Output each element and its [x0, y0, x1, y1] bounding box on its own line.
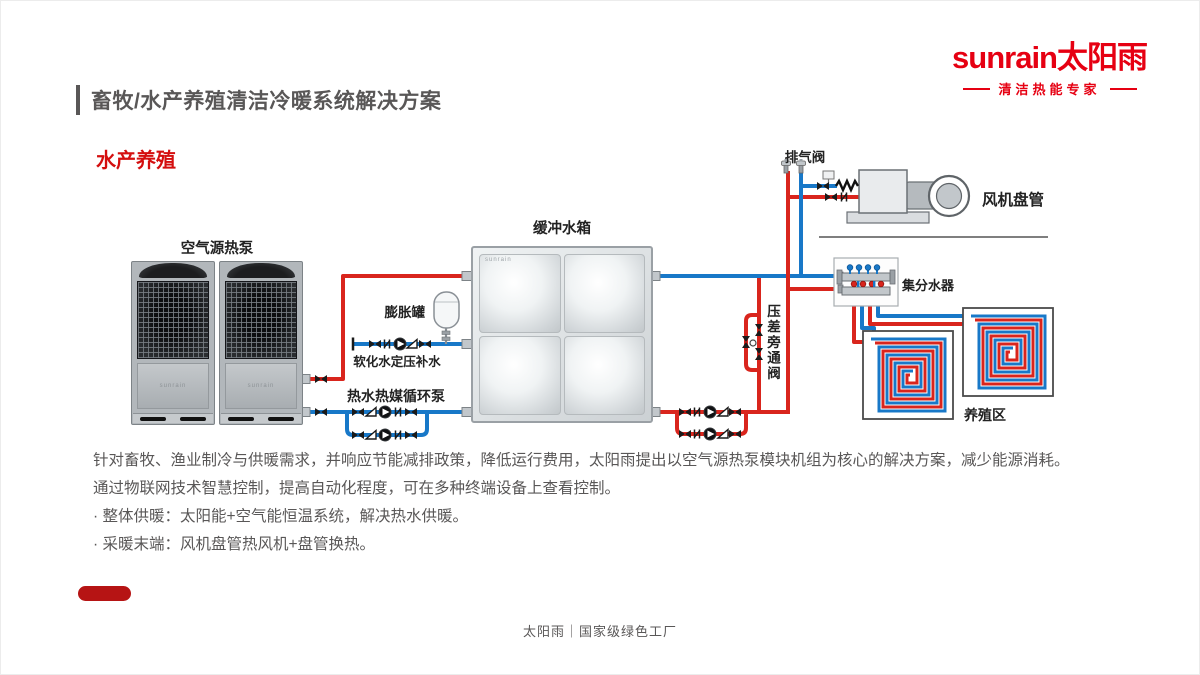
- expansion-tank-unit: [433, 291, 460, 344]
- manifold-blue-knobs: [846, 264, 881, 274]
- tank-panels: [479, 254, 645, 415]
- flex-hose-icon: [834, 178, 860, 193]
- logo-tagline: 清洁热能专家: [998, 82, 1101, 97]
- label-fan-coil: 风机盘管: [982, 192, 1045, 209]
- unit-base: [133, 413, 213, 423]
- paragraph: · 采暖末端：风机盘管热风机+盘管换热。: [93, 536, 376, 553]
- unit-brand: sunrain: [247, 383, 275, 389]
- tagline-dash-left: [962, 87, 990, 90]
- heat-pump-unit: sunrain: [131, 261, 215, 425]
- tagline-dash-right: [1109, 87, 1137, 90]
- port-stubs: [301, 271, 661, 417]
- expansion-tank-icon: [433, 291, 460, 329]
- tank-dome: [479, 254, 561, 333]
- coil-grille: [225, 281, 297, 359]
- label-bypass-valve: 压差旁通阀: [765, 304, 780, 382]
- fan-top-icon: [227, 263, 295, 278]
- paragraph: 通过物联网技术智慧控制，提高自动化程度，可在多种终端设备上查看控制。: [93, 480, 621, 497]
- buffer-tank: sunrain: [471, 246, 653, 423]
- valve-icons: [315, 182, 848, 442]
- unit-brand: sunrain: [159, 383, 187, 389]
- paragraph: · 整体供暖：太阳能+空气能恒温系统，解决热水供暖。: [93, 508, 469, 525]
- tank-dome: [563, 254, 645, 333]
- label-breeding-area: 养殖区: [964, 407, 1006, 423]
- section-label: 水产养殖: [96, 150, 176, 172]
- floor-coil-icon: [869, 337, 947, 413]
- logo-tagline-row: 清洁热能专家: [952, 79, 1147, 98]
- breeding-area-panels: [862, 307, 1054, 420]
- page-title: 畜牧/水产养殖清洁冷暖系统解决方案: [76, 85, 441, 115]
- label-makeup-water: 软化水定压补水: [353, 355, 441, 369]
- fan-top-icon: [139, 263, 207, 278]
- label-manifold: 集分水器: [902, 278, 955, 293]
- logo-brand: sunrain太阳雨: [952, 40, 1148, 75]
- footer-text: 太阳雨｜国家级绿色工厂: [522, 624, 677, 639]
- gauge-icon: [749, 339, 757, 347]
- label-heat-pump: 空气源热泵: [180, 241, 254, 257]
- label-expansion-tank: 膨胀罐: [384, 305, 426, 320]
- body-text: 针对畜牧、渔业制冷与供暖需求，并响应节能减排政策，降低运行费用，太阳雨提出以空气…: [93, 452, 1117, 564]
- label-circulating-pump: 热水热媒循环泵: [347, 388, 445, 404]
- label-air-vent: 排气阀: [784, 150, 826, 165]
- tank-brand: sunrain: [485, 257, 512, 263]
- front-panel: sunrain: [225, 363, 297, 409]
- heat-pump-unit: sunrain: [219, 261, 303, 425]
- front-panel: sunrain: [137, 363, 209, 409]
- coil-grille: [137, 281, 209, 359]
- floor-coil-icon: [969, 314, 1047, 390]
- air-source-heat-pump: sunrain sunrain: [131, 261, 303, 425]
- decorative-red-pill: [78, 586, 131, 601]
- paragraph: 针对畜牧、渔业制冷与供暖需求，并响应节能减排政策，降低运行费用，太阳雨提出以空气…: [93, 452, 1070, 469]
- fan-coil-unit: [846, 169, 971, 224]
- label-buffer-tank: 缓冲水箱: [533, 221, 591, 237]
- unit-base: [221, 413, 301, 423]
- manifold-unit: [833, 257, 899, 307]
- tank-dome: [479, 336, 561, 415]
- logo: sunrain太阳雨 清洁热能专家: [952, 40, 1148, 98]
- tank-dome: [563, 336, 645, 415]
